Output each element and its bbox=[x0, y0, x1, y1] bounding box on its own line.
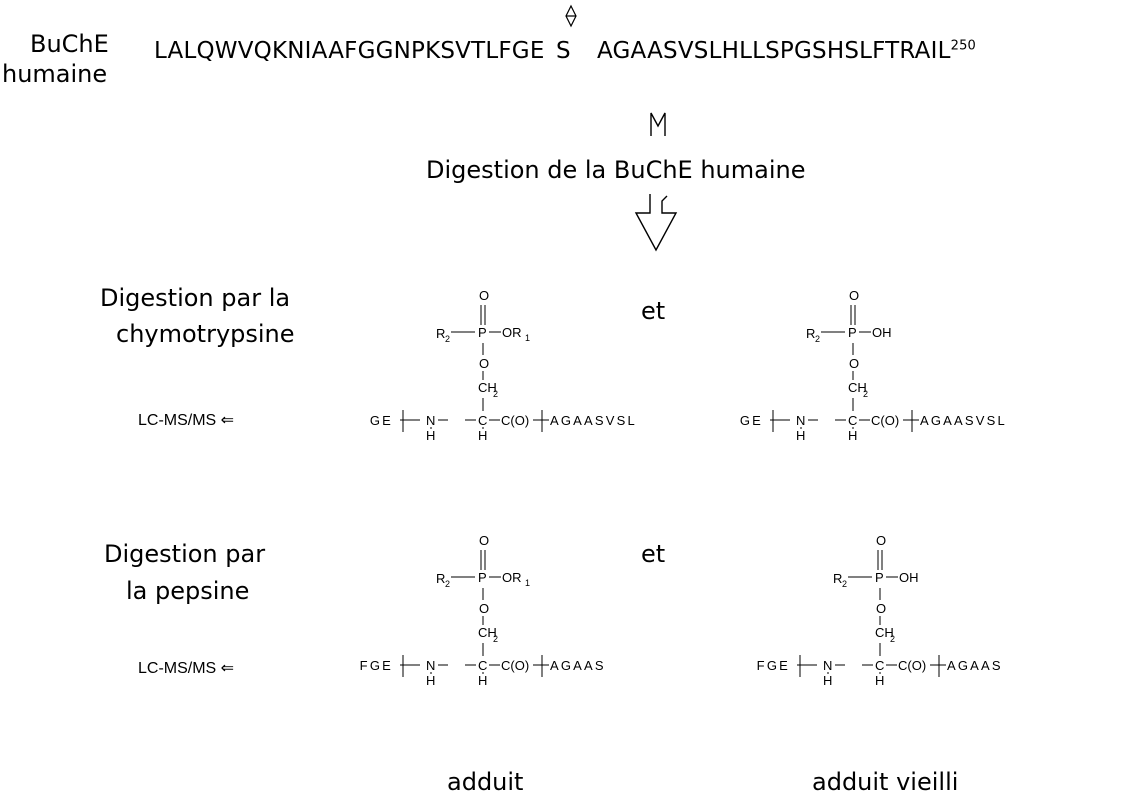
peptide-left: FGE bbox=[360, 658, 393, 673]
methylene: CH bbox=[478, 625, 497, 640]
oxygen-top: O bbox=[849, 288, 859, 303]
r-group: R bbox=[436, 326, 445, 341]
nitrogen: N bbox=[823, 658, 832, 673]
methylene: CH bbox=[848, 380, 867, 395]
oxygen-bridge: O bbox=[479, 601, 489, 616]
hydrogen-c: H bbox=[478, 428, 487, 443]
r-group: R bbox=[806, 326, 815, 341]
carbonyl: C(O) bbox=[501, 658, 529, 673]
methylene-sub: 2 bbox=[493, 634, 498, 644]
peptide-right: AGAAS bbox=[947, 658, 1003, 673]
phosphorus: P bbox=[875, 570, 884, 585]
row2-label-line2: la pepsine bbox=[126, 577, 250, 605]
sequence-suffix-text: AGAASVSLHLLSPGSHSLFTRAIL bbox=[597, 38, 951, 64]
peptide-right: AGAAS bbox=[550, 658, 606, 673]
r-sub-1: 1 bbox=[525, 578, 530, 588]
methylene: CH bbox=[875, 625, 894, 640]
acid-group: OH bbox=[899, 570, 919, 585]
peptide-left: GE bbox=[740, 413, 763, 428]
r-sub-2: 2 bbox=[445, 334, 450, 344]
carbonyl: C(O) bbox=[898, 658, 926, 673]
alpha-carbon: C bbox=[478, 658, 487, 673]
r-sub-2: 2 bbox=[445, 579, 450, 589]
row2-connector: et bbox=[641, 540, 666, 568]
r-group: R bbox=[436, 571, 445, 586]
peptide-right: AGAASVSL bbox=[920, 413, 1007, 428]
nitrogen: N bbox=[426, 413, 435, 428]
methylene: CH bbox=[478, 380, 497, 395]
hydrogen-n: H bbox=[823, 673, 832, 688]
cleavage-symbol-icon bbox=[650, 112, 666, 136]
carbonyl: C(O) bbox=[871, 413, 899, 428]
row1-method: LC-MS/MS ⇐ bbox=[138, 412, 235, 429]
methylene-sub: 2 bbox=[863, 389, 868, 399]
enzyme-label-line2: humaine bbox=[2, 60, 108, 88]
serine-marker-icon bbox=[565, 4, 577, 28]
peptide-left: GE bbox=[370, 413, 393, 428]
hydrogen-c: H bbox=[875, 673, 884, 688]
row2-label-line1: Digestion par bbox=[104, 540, 266, 568]
hydrogen-n: H bbox=[426, 673, 435, 688]
ester-group: OR bbox=[502, 570, 522, 585]
enzyme-label: BuChE bbox=[30, 30, 109, 58]
sequence-prefix: LALQWVQKNIAAFGGNPKSVTLFGE bbox=[154, 38, 545, 64]
hydrogen-c: H bbox=[848, 428, 857, 443]
r-sub-1: 1 bbox=[525, 333, 530, 343]
oxygen-bridge: O bbox=[876, 601, 886, 616]
enzyme-label-2: humaine bbox=[2, 60, 107, 88]
peptide-right: AGAASVSL bbox=[550, 413, 637, 428]
phosphorus: P bbox=[848, 325, 857, 340]
r-group: R bbox=[833, 571, 842, 586]
hydrogen-n: H bbox=[426, 428, 435, 443]
hydrogen-n: H bbox=[796, 428, 805, 443]
alpha-carbon: C bbox=[875, 658, 884, 673]
ester-group: OR bbox=[502, 325, 522, 340]
alpha-carbon: C bbox=[848, 413, 857, 428]
carbonyl: C(O) bbox=[501, 413, 529, 428]
r-sub-2: 2 bbox=[842, 579, 847, 589]
oxygen-top: O bbox=[876, 533, 886, 548]
row1-label-line1: Digestion par la bbox=[100, 284, 291, 312]
oxygen-bridge: O bbox=[479, 356, 489, 371]
phosphorus: P bbox=[478, 570, 487, 585]
caption-adduct: adduit bbox=[447, 768, 524, 796]
r-sub-2: 2 bbox=[815, 334, 820, 344]
peptide-left: FGE bbox=[757, 658, 790, 673]
hydrogen-c: H bbox=[478, 673, 487, 688]
oxygen-top: O bbox=[479, 288, 489, 303]
methylene-sub: 2 bbox=[890, 634, 895, 644]
phosphorus: P bbox=[478, 325, 487, 340]
sequence-suffix: AGAASVSLHLLSPGSHSLFTRAIL250 bbox=[597, 38, 976, 64]
enzyme-label-line1: BuChE bbox=[30, 30, 109, 58]
oxygen-bridge: O bbox=[849, 356, 859, 371]
row1-connector: et bbox=[641, 297, 666, 325]
row1-label-line2: chymotrypsine bbox=[116, 320, 295, 348]
acid-group: OH bbox=[872, 325, 892, 340]
alpha-carbon: C bbox=[478, 413, 487, 428]
digestion-title: Digestion de la BuChE humaine bbox=[426, 156, 806, 184]
sequence-end-position: 250 bbox=[950, 38, 977, 54]
nitrogen: N bbox=[426, 658, 435, 673]
down-arrow-icon bbox=[634, 194, 678, 252]
oxygen-top: O bbox=[479, 533, 489, 548]
caption-aged-adduct: adduit vieilli bbox=[812, 768, 959, 796]
active-serine: S bbox=[556, 38, 571, 64]
row2-method: LC-MS/MS ⇐ bbox=[138, 660, 235, 677]
nitrogen: N bbox=[796, 413, 805, 428]
methylene-sub: 2 bbox=[493, 389, 498, 399]
